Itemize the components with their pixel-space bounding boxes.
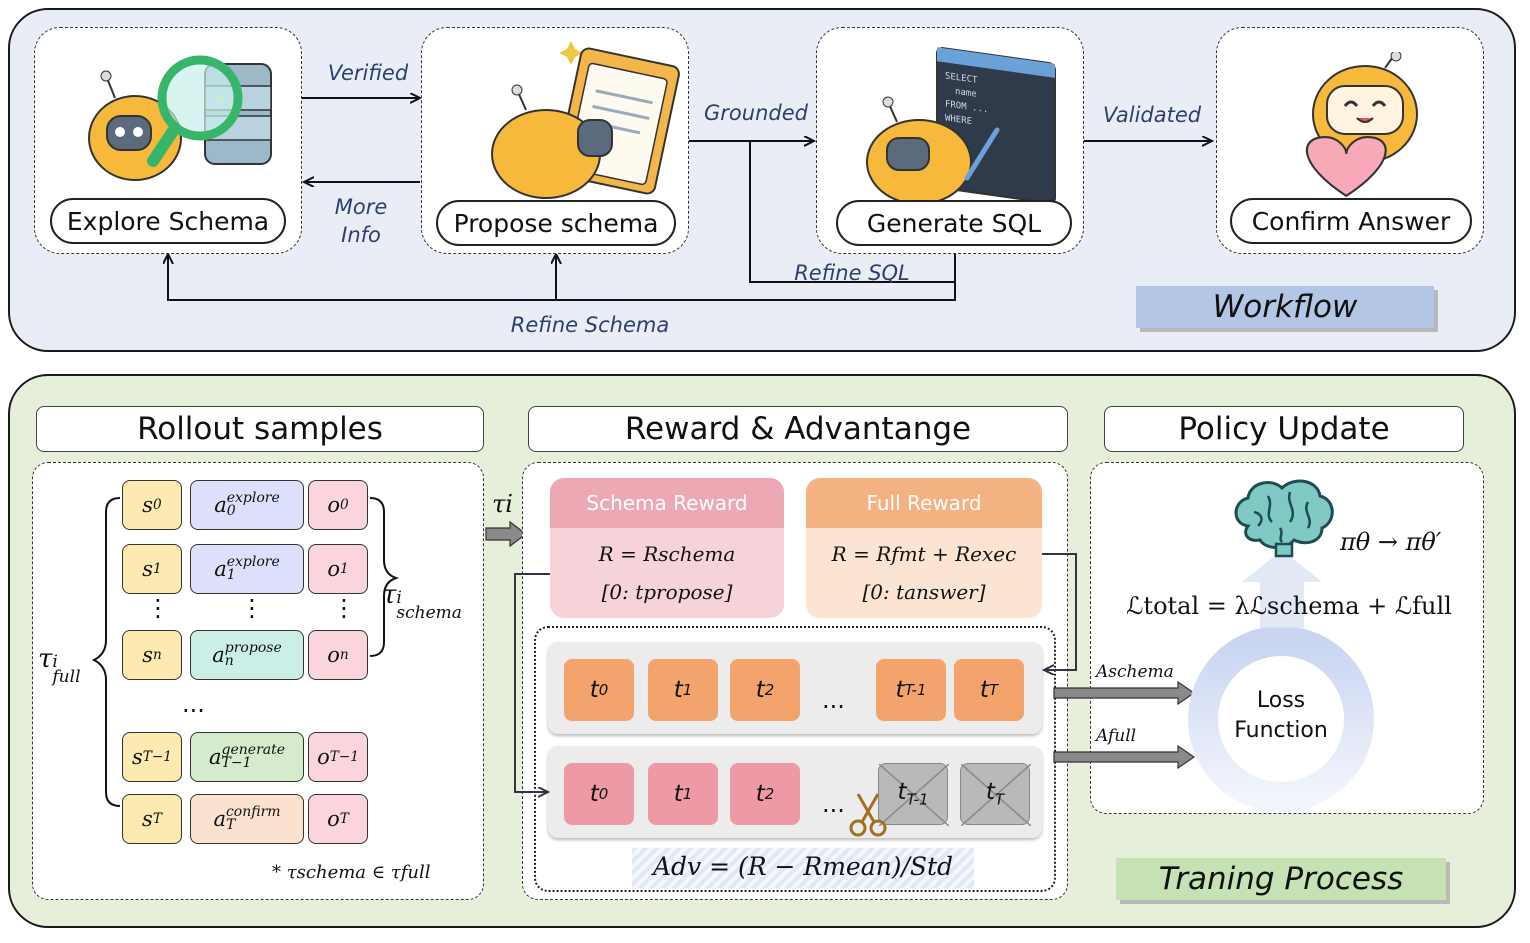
adv-schema-label: Aschema [1096,662,1174,682]
schema-reward-formula: R = Rschema [598,542,736,566]
vertical-dots-action: ⋮ [240,594,264,622]
workflow-connectors [0,0,1530,301]
scissors-icon [849,793,887,837]
vertical-dots-obs: ⋮ [332,594,356,622]
propose-schema-label: Propose schema [436,200,676,246]
loss-function-label-line2: Function [1234,718,1328,743]
brain-icon [1234,479,1334,558]
reward-title: Reward & Advantange [528,406,1068,452]
token-schema-tT-masked: tT [960,763,1031,826]
rollout-title: Rollout samples [36,406,484,452]
loss-total-formula: ℒtotal = λℒschema + ℒfull [1126,592,1452,620]
schema-reward-range: [0: tpropose] [601,580,733,604]
workflow-tag: Workflow [1136,286,1434,328]
adv-full-label: Afull [1096,726,1137,746]
robot-clipboard-icon [491,41,680,199]
full-reward-formula: R = Rfmt + Rexec [831,542,1017,566]
training-tag: Traning Process [1116,858,1446,900]
generate-sql-label: Generate SQL [836,200,1072,246]
svg-text:SELECT: SELECT [945,71,978,86]
advantage-arrows [1053,680,1196,770]
robot-heart-icon [1305,52,1418,198]
edge-label-verified: Verified [327,61,409,85]
edge-label-refine-sql: Refine SQL [794,261,910,285]
robot-magnifier-database-icon [88,55,272,181]
svg-text:name: name [955,87,977,100]
confirm-answer-label: Confirm Answer [1230,198,1472,244]
full-reward-header: Full Reward [806,478,1042,528]
rollout-braces [91,497,400,807]
edge-label-refine-schema: Refine Schema [510,313,670,337]
edge-label-grounded: Grounded [704,101,808,125]
tau-arrow [485,520,527,548]
tau-i-label: τi [492,490,513,518]
update-up-arrow [1242,550,1322,628]
vertical-dots-state: ⋮ [146,594,170,622]
edge-label-more: More [334,195,388,219]
policy-formula: πθ → πθ′ [1340,528,1442,556]
schema-reward-header: Schema Reward [550,478,784,528]
advantage-formula: Adv = (R − Rmean)/Std [652,852,954,881]
rollout-footnote: * τschema ∈ τfull [272,862,431,883]
loss-function-ring [1188,626,1374,812]
policy-title: Policy Update [1104,406,1464,452]
svg-text:WHERE: WHERE [945,113,972,127]
advantage-formula-bg [632,848,974,888]
full-reward-range: [0: tanswer] [862,580,986,604]
token-full-ellipsis: ... [822,686,845,714]
explore-schema-label: Explore Schema [50,198,286,244]
token-schema-ellipsis: ... [822,790,845,818]
rollout-ellipsis: ... [182,690,205,718]
loss-function-label-line1: Loss [1256,688,1306,713]
edge-label-info: Info [341,223,381,247]
token-schema-tT-1-masked: tT-1 [878,763,949,826]
edge-label-validated: Validated [1102,103,1202,127]
reward-connectors [514,553,1077,900]
